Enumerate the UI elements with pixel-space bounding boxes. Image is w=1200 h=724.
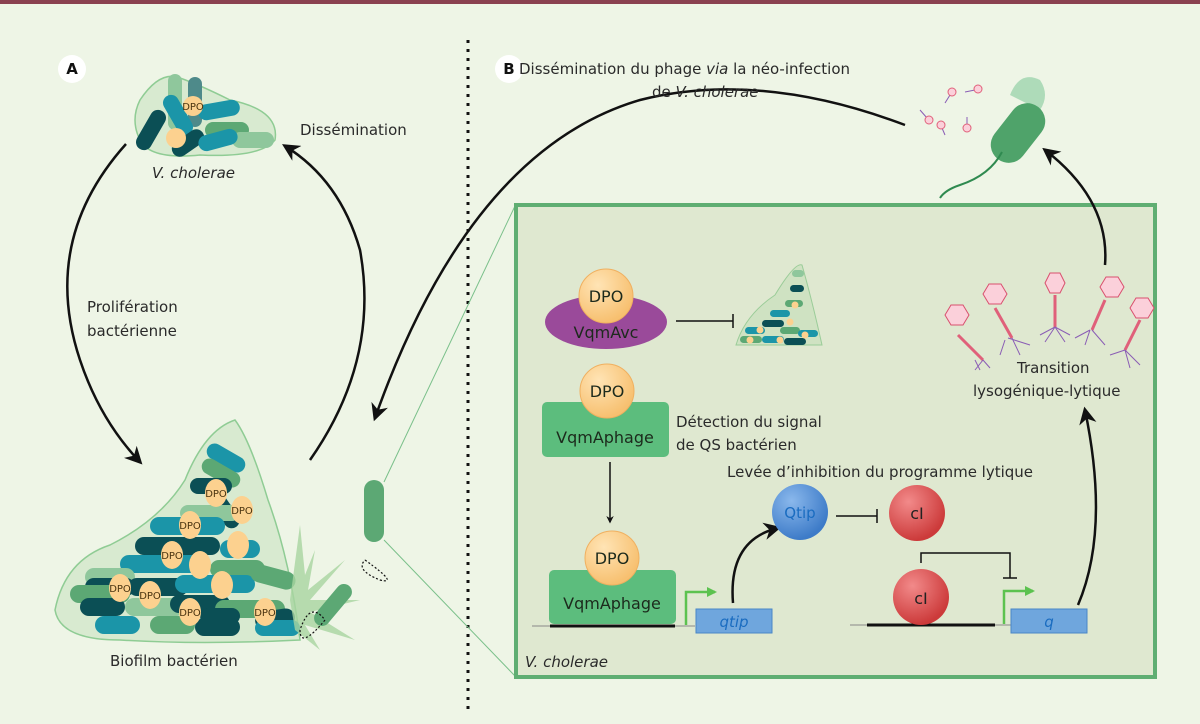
proliferation-arrow: [66, 143, 143, 465]
q-gene-label: q: [1044, 613, 1054, 631]
svg-text:DPO: DPO: [179, 521, 201, 532]
title-text: de: [652, 83, 676, 101]
ci-label: cI: [914, 589, 928, 608]
top-bacteria-cluster: DPO: [134, 74, 277, 157]
levee-label: Levée d’inhibition du programme lytique: [727, 463, 1034, 481]
q-gene-box: [1010, 608, 1088, 634]
panel-b-title-line2: de V. cholerae: [652, 83, 759, 102]
svg-text:DPO: DPO: [254, 608, 276, 619]
qtip-promoter-arrow: [684, 587, 717, 625]
top-cluster-label: V. cholerae: [152, 164, 235, 182]
vqmaphage-receptor-bound: [549, 570, 676, 624]
dpo-label: DPO: [595, 549, 630, 568]
svg-text:DPO: DPO: [161, 551, 183, 562]
vqmaphage-label: VqmAphage: [563, 594, 661, 613]
dpo-tag: DPO: [182, 102, 204, 113]
lytic-release-arrow: [1042, 147, 1107, 266]
qtip-protein-label: Qtip: [784, 504, 815, 522]
lysing-bacterium: [939, 77, 1046, 199]
transition-arrow: [1076, 406, 1098, 606]
title-text: Dissémination du phage: [519, 60, 707, 78]
svg-text:DPO: DPO: [139, 591, 161, 602]
detection-label-line2: de QS bactérien: [676, 436, 797, 454]
proliferation-label-line1: Prolifération: [87, 298, 178, 316]
svg-text:DPO: DPO: [231, 506, 253, 517]
qtip-expression-arrow: [731, 522, 782, 604]
title-italic: V. cholerae: [675, 83, 759, 101]
q-promoter-arrow: [1002, 586, 1035, 624]
dpo-molecule-vqmaphage-top: [579, 363, 635, 419]
panel-b-badge: B: [495, 55, 523, 83]
neo-infection-arrow: [371, 88, 906, 422]
detection-label-line1: Détection du signal: [676, 413, 822, 431]
dpo-label: DPO: [589, 287, 624, 306]
ci-protein-bound: [893, 569, 949, 625]
biofilm-label: Biofilm bactérien: [110, 652, 238, 670]
ci-repression-line: [920, 552, 1011, 578]
dissemination-label: Dissémination: [300, 121, 407, 139]
biofilm-dpo-molecules: DPO DPO DPO DPO DPO DPO DPO DPO: [109, 479, 276, 626]
transition-label-line2: lysogénique-lytique: [973, 382, 1121, 400]
dpo-label: DPO: [590, 382, 625, 401]
qtip-gene-box: [695, 608, 773, 634]
biofilm-cluster: DPO DPO DPO DPO DPO DPO DPO DPO: [54, 419, 388, 650]
inhibited-biofilm-icon: [735, 264, 823, 346]
proliferation-label-line2: bactérienne: [87, 322, 177, 340]
zoom-connector-bottom: [383, 539, 516, 677]
panel-b-title-line1: Dissémination du phage via la néo-infect…: [519, 60, 850, 79]
transition-label-line1: Transition: [1017, 359, 1090, 377]
ci-protein-free: [889, 485, 945, 541]
svg-text:DPO: DPO: [205, 489, 227, 500]
svg-text:DPO: DPO: [179, 608, 201, 619]
vqmavc-label: VqmAvc: [574, 323, 639, 342]
zoom-connector-top: [383, 205, 516, 483]
released-bacterium: [364, 480, 384, 542]
lytic-phages: [944, 272, 1155, 371]
inset-cell-label: V. cholerae: [525, 653, 608, 671]
vqmaphage-receptor-top: [542, 402, 669, 457]
panel-a-badge: A: [58, 55, 86, 83]
dissemination-arrow: [282, 144, 366, 461]
dpo-molecule-bound: [584, 530, 640, 586]
qtip-protein: [772, 484, 828, 540]
free-phages: [919, 84, 983, 136]
vqmaphage-label: VqmAphage: [556, 428, 654, 447]
title-italic: via: [706, 60, 729, 78]
ci-label: cI: [910, 504, 924, 523]
qtip-gene-label: qtip: [719, 613, 748, 631]
dpo-molecule-vqmavc: [578, 268, 634, 324]
title-text: la néo-infection: [728, 60, 851, 78]
top-accent-bar: [0, 0, 1200, 4]
svg-text:DPO: DPO: [109, 584, 131, 595]
